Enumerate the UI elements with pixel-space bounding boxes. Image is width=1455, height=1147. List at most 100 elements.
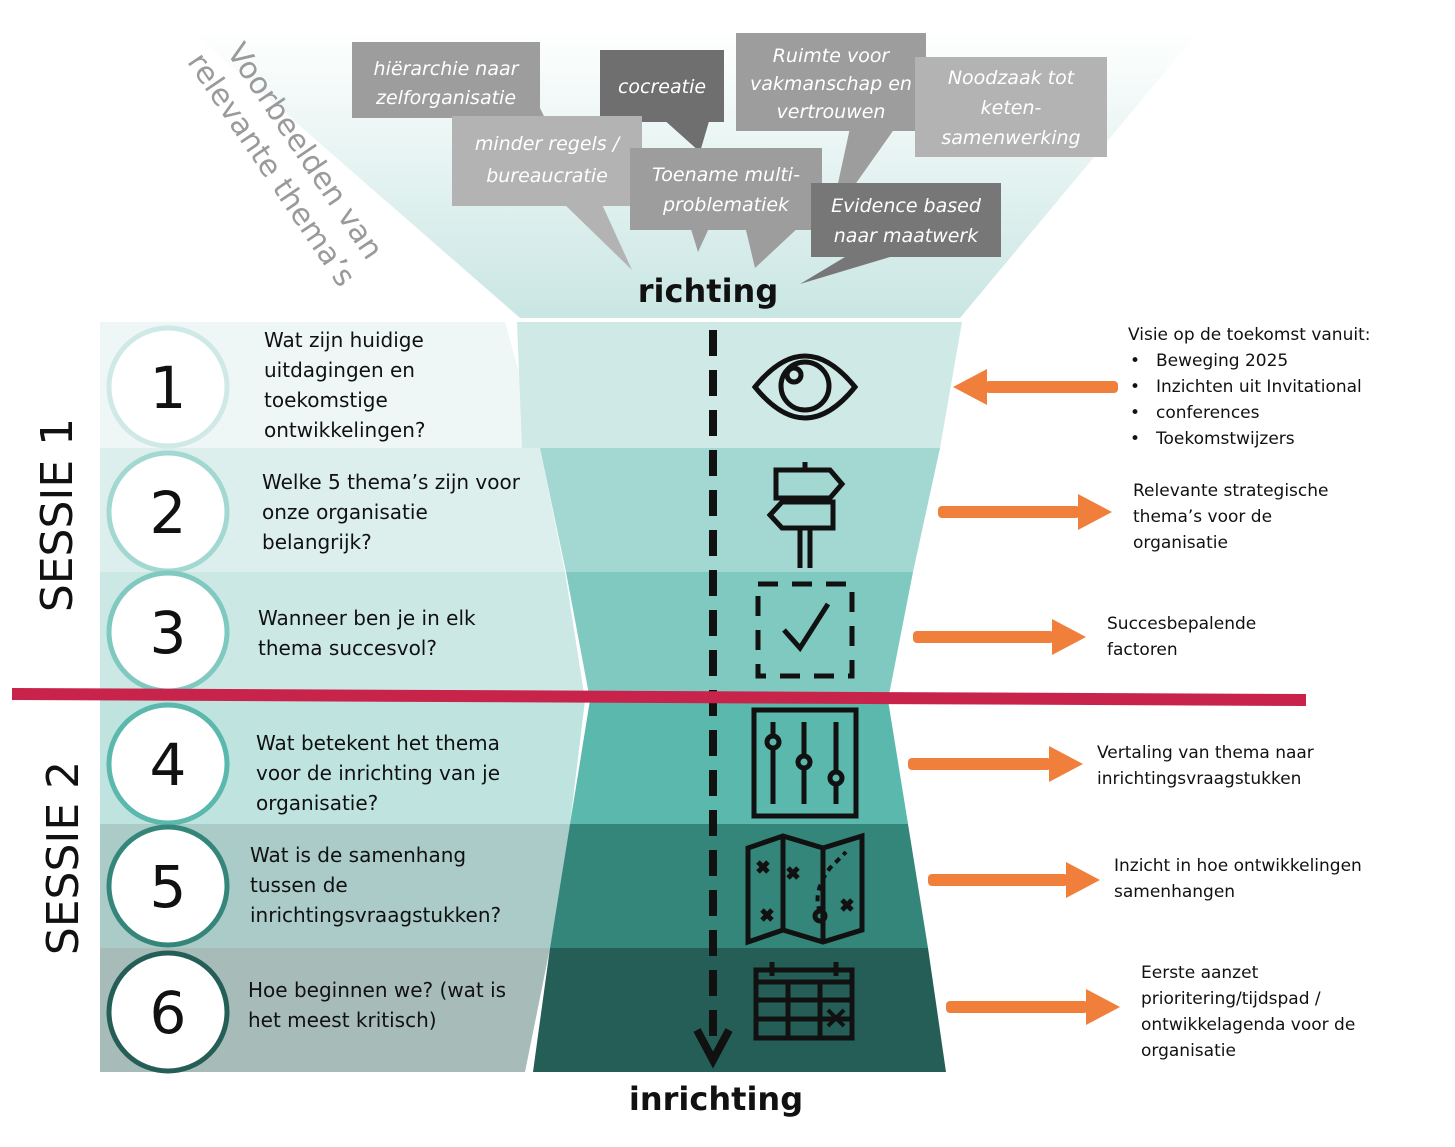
step-question: Wat is de samenhang tussen de inrichtingsv… — [250, 840, 501, 930]
input-item-cont-text: conferences — [1156, 403, 1260, 423]
input-item-cont: conferences — [1130, 400, 1370, 426]
step-number-circle: 2 — [106, 450, 230, 574]
funnel-row — [566, 572, 913, 700]
output-arrow — [913, 619, 1086, 655]
step-output-line: organisatie — [1133, 533, 1228, 553]
theme-bubble: Evidence based naar maatwerk — [800, 183, 1001, 284]
step-question-line: Wanneer ben je in elk — [258, 606, 476, 630]
step-output: Vertaling van thema naar inrichtingsvraag… — [1097, 740, 1314, 792]
step-output-line: prioritering/tijdspad / — [1141, 989, 1321, 1009]
step-number: 2 — [150, 479, 187, 547]
svg-text:keten-: keten- — [981, 97, 1042, 119]
step-output-line: thema’s voor de — [1133, 507, 1273, 527]
step-question-line: Welke 5 thema’s zijn voor — [262, 470, 520, 494]
title-inrichting: inrichting — [629, 1080, 803, 1118]
svg-text:Evidence based: Evidence based — [831, 195, 982, 217]
svg-text:minder regels /: minder regels / — [475, 133, 622, 155]
step-question-line: Wat betekent het thema — [256, 731, 500, 755]
step-question-line: Hoe beginnen we? (wat is — [248, 978, 507, 1002]
step-question-line: voor de inrichting van je — [256, 761, 501, 785]
step-number: 6 — [150, 979, 187, 1047]
step-output-line: organisatie — [1141, 1041, 1236, 1061]
svg-text:Ruimte voor: Ruimte voor — [773, 45, 891, 67]
funnel-row — [570, 700, 908, 824]
session-divider — [11, 688, 1307, 706]
step-question-line: belangrijk? — [262, 530, 372, 554]
theme-bubble: Noodzaak tot keten- samenwerking — [915, 57, 1107, 157]
step-output: Inzicht in hoe ontwikkelingen samenhangen — [1114, 853, 1362, 905]
funnel-row — [517, 322, 962, 448]
step-question: Welke 5 thema’s zijn voor onze organisati… — [262, 467, 520, 557]
output-arrow — [908, 746, 1083, 782]
step-question-line: tussen de — [250, 873, 348, 897]
input-vision-title: Visie op de toekomst vanuit: — [1128, 325, 1371, 345]
step-output-line: Vertaling van thema naar — [1097, 743, 1314, 763]
step-question-line: inrichtingsvraagstukken? — [250, 903, 502, 927]
step-number-circle: 4 — [106, 702, 230, 826]
step-question: Wat zijn huidige uitdagingen en toekomstig… — [264, 325, 426, 445]
input-item: Beweging 2025 — [1130, 348, 1370, 374]
svg-text:zelforganisatie: zelforganisatie — [375, 87, 516, 109]
theme-bubble: minder regels / bureaucratie — [452, 116, 642, 270]
funnel-row — [550, 824, 928, 948]
svg-text:samenwerking: samenwerking — [941, 127, 1080, 149]
step-number-circle: 6 — [106, 950, 230, 1074]
session-1-label: SESSIE 1 — [32, 418, 83, 612]
step-number-circle: 3 — [106, 570, 230, 694]
step-number: 5 — [150, 853, 187, 921]
step-question-line: Wat is de samenhang — [250, 843, 467, 867]
step-output-line: Succesbepalende — [1107, 614, 1257, 634]
step-output-line: ontwikkelagenda voor de — [1141, 1015, 1356, 1035]
step-question-line: toekomstige — [264, 388, 388, 412]
theme-bubble: Toename multi- problematiek — [630, 148, 822, 268]
calendar-icon — [753, 962, 855, 1041]
step-question-line: thema succesvol? — [258, 636, 437, 660]
map-icon — [745, 832, 865, 946]
step-question-line: organisatie? — [256, 791, 379, 815]
step-output: Eerste aanzet prioritering/tijdspad / ontw… — [1141, 960, 1355, 1064]
step-question: Wanneer ben je in elk thema succesvol? — [258, 603, 476, 663]
step-number: 3 — [150, 599, 187, 667]
funnel-row — [540, 448, 940, 572]
step-number-circle: 1 — [106, 325, 230, 449]
step-output-line: Inzicht in hoe ontwikkelingen — [1114, 856, 1362, 876]
svg-text:bureaucratie: bureaucratie — [486, 165, 608, 187]
svg-text:hiërarchie naar: hiërarchie naar — [374, 58, 520, 80]
theme-bubble: cocreatie — [600, 50, 724, 152]
input-item: Inzichten uit Invitational — [1130, 374, 1370, 400]
svg-text:vertrouwen: vertrouwen — [777, 101, 886, 123]
step-output-line: inrichtingsvraagstukken — [1097, 769, 1302, 789]
funnel-row — [533, 948, 946, 1072]
step-question: Hoe beginnen we? (wat is het meest kritis… — [248, 975, 506, 1035]
svg-text:problematiek: problematiek — [662, 194, 790, 216]
svg-text:vakmanschap en: vakmanschap en — [750, 73, 912, 95]
step-number: 4 — [150, 731, 187, 799]
input-arrow — [953, 369, 1118, 405]
session-2-label: SESSIE 2 — [38, 761, 89, 955]
svg-text:Noodzaak tot: Noodzaak tot — [948, 67, 1076, 89]
signpost-icon — [766, 462, 846, 568]
step-question-line: Wat zijn huidige — [264, 328, 424, 352]
output-arrow — [938, 494, 1112, 530]
checkbox-icon — [755, 581, 855, 679]
output-arrow — [946, 989, 1120, 1025]
svg-text:cocreatie: cocreatie — [618, 76, 706, 98]
sliders-icon — [751, 707, 859, 819]
svg-text:Toename multi-: Toename multi- — [652, 164, 800, 186]
step-question-line: het meest kritisch) — [248, 1008, 437, 1032]
step-question-line: onze organisatie — [262, 500, 428, 524]
step-question-line: uitdagingen en — [264, 358, 415, 382]
direction-arrow-head — [693, 1028, 733, 1069]
step-number-circle: 5 — [106, 824, 230, 948]
input-vision: Visie op de toekomst vanuit: Beweging 20… — [1128, 322, 1370, 452]
eye-icon — [751, 353, 859, 421]
svg-text:naar maatwerk: naar maatwerk — [834, 225, 979, 247]
step-output-line: samenhangen — [1114, 882, 1236, 902]
theme-bubble: Ruimte voor vakmanschap en vertrouwen — [736, 33, 926, 220]
output-arrow — [928, 862, 1100, 898]
step-output-line: Eerste aanzet — [1141, 963, 1259, 983]
step-question-line: ontwikkelingen? — [264, 418, 426, 442]
